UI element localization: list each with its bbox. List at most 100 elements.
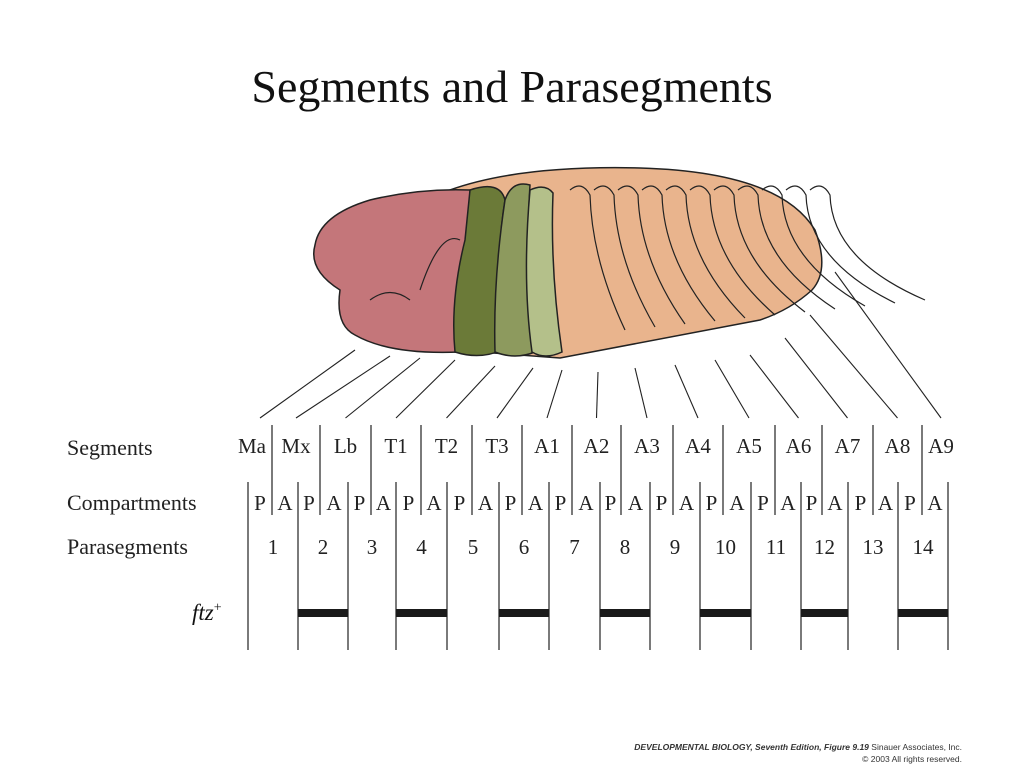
- parasegment-number-13: 13: [863, 535, 884, 559]
- ftz-expression-bar: [600, 609, 650, 617]
- leader-line: [834, 271, 942, 419]
- segment-label-A4: A4: [685, 434, 711, 458]
- parasegment-number-9: 9: [670, 535, 681, 559]
- ftz-label: ftz+: [192, 600, 222, 626]
- ftz-sup: +: [213, 600, 222, 616]
- compartment-A: A: [628, 491, 644, 515]
- compartment-P: P: [656, 491, 668, 515]
- compartment-P: P: [605, 491, 617, 515]
- segment-label-T3: T3: [485, 434, 508, 458]
- segment-label-A7: A7: [835, 434, 861, 458]
- abdominal-segment-fold: [665, 185, 746, 319]
- abdominal-segment-fold: [713, 185, 806, 313]
- compartment-A: A: [528, 491, 544, 515]
- segment-label-A6: A6: [786, 434, 812, 458]
- leader-line: [595, 371, 599, 419]
- parasegment-number-2: 2: [318, 535, 329, 559]
- compartment-A: A: [376, 491, 392, 515]
- compartment-P: P: [505, 491, 517, 515]
- compartment-A: A: [478, 491, 494, 515]
- leader-line: [714, 359, 750, 419]
- segment-label-A8: A8: [885, 434, 911, 458]
- compartment-P: P: [454, 491, 466, 515]
- figure-credit: DEVELOPMENTAL BIOLOGY, Seventh Edition, …: [634, 741, 962, 765]
- segment-label-T1: T1: [384, 434, 407, 458]
- leader-line: [634, 367, 648, 419]
- compartment-P: P: [757, 491, 769, 515]
- parasegment-number-14: 14: [913, 535, 935, 559]
- leader-line: [395, 359, 456, 419]
- head-fold: [369, 238, 461, 301]
- compartment-P: P: [354, 491, 366, 515]
- compartment-A: A: [679, 491, 695, 515]
- leader-line: [496, 367, 534, 419]
- publisher: Sinauer Associates, Inc.: [871, 742, 962, 752]
- compartment-P: P: [254, 491, 266, 515]
- leader-line: [345, 357, 421, 419]
- compartment-A: A: [927, 491, 943, 515]
- abdominal-segment-fold: [641, 185, 716, 322]
- figure-number: Figure 9.19: [824, 742, 869, 752]
- segment-label-Lb: Lb: [334, 434, 357, 458]
- compartment-A: A: [878, 491, 894, 515]
- compartment-P: P: [706, 491, 718, 515]
- segment-label-Mx: Mx: [281, 434, 311, 458]
- ftz-text: ftz: [192, 600, 214, 625]
- compartments-label: Compartments: [67, 490, 197, 515]
- compartment-A: A: [827, 491, 843, 515]
- abdominal-segment-fold: [593, 185, 656, 328]
- parasegment-number-1: 1: [268, 535, 279, 559]
- ftz-expression-bar: [298, 609, 348, 617]
- compartment-P: P: [904, 491, 916, 515]
- leader-line: [809, 314, 898, 419]
- compartment-P: P: [806, 491, 818, 515]
- parasegment-number-7: 7: [569, 535, 580, 559]
- leader-line: [446, 365, 496, 419]
- parasegment-number-6: 6: [519, 535, 530, 559]
- segment-label-T2: T2: [435, 434, 458, 458]
- leader-line: [784, 337, 848, 419]
- segments-label: Segments: [67, 435, 153, 460]
- compartment-P: P: [555, 491, 567, 515]
- leader-line: [749, 354, 799, 419]
- abdominal-segment-fold: [737, 185, 836, 310]
- segment-label-A1: A1: [534, 434, 560, 458]
- parasegments-label: Parasegments: [67, 534, 188, 559]
- head-region: [313, 188, 476, 354]
- compartment-A: A: [426, 491, 442, 515]
- parasegment-number-3: 3: [367, 535, 378, 559]
- abdominal-segment-fold: [617, 185, 686, 325]
- book-title: DEVELOPMENTAL BIOLOGY, Seventh Edition,: [634, 742, 822, 752]
- compartment-P: P: [855, 491, 867, 515]
- leader-line: [259, 349, 356, 419]
- segment-label-A2: A2: [584, 434, 610, 458]
- segment-label-A5: A5: [736, 434, 762, 458]
- parasegment-number-12: 12: [814, 535, 835, 559]
- segment-label-A3: A3: [634, 434, 660, 458]
- parasegment-number-11: 11: [766, 535, 786, 559]
- segment-label-Ma: Ma: [238, 434, 267, 458]
- ftz-expression-bar: [700, 609, 751, 617]
- leader-line: [295, 355, 391, 419]
- parasegment-number-10: 10: [715, 535, 736, 559]
- segment-label-A9: A9: [928, 434, 954, 458]
- parasegment-number-8: 8: [620, 535, 631, 559]
- abdominal-segment-fold: [569, 185, 626, 331]
- slide-title: Segments and Parasegments: [251, 61, 773, 112]
- compartment-A: A: [578, 491, 594, 515]
- leader-line: [546, 369, 563, 419]
- ftz-expression-bar: [898, 609, 948, 617]
- abdominal-segment-fold: [785, 185, 896, 304]
- compartment-A: A: [326, 491, 342, 515]
- compartment-A: A: [780, 491, 796, 515]
- ftz-expression-bar: [396, 609, 447, 617]
- compartment-P: P: [403, 491, 415, 515]
- abdominal-segment-fold: [689, 185, 776, 316]
- abdominal-segment-fold: [761, 185, 866, 307]
- parasegment-number-5: 5: [468, 535, 479, 559]
- ftz-expression-bar: [801, 609, 848, 617]
- copyright: © 2003 All rights reserved.: [862, 754, 962, 764]
- t3-segment: [525, 186, 563, 357]
